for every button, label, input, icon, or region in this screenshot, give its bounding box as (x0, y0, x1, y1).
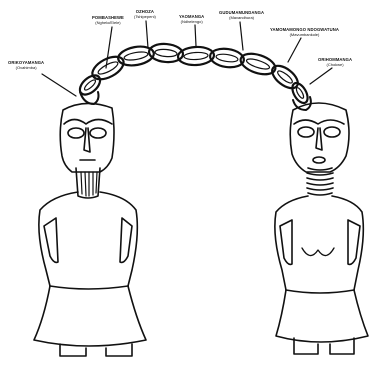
left-figure-arm-left (44, 218, 58, 262)
left-figure-eye-left (68, 128, 84, 138)
label-orikoyamanga: ORIKOYAMANGA (Ovahimba) (8, 61, 44, 70)
label-orihommanga: ORIHOMMANGA (Chokwe) (318, 58, 352, 67)
label-gudumamundanga: GUDUMAMUNDANGA (Mavandhura) (219, 11, 264, 20)
right-figure-mouth (313, 157, 325, 163)
label-ozhoza: OZHOZA (Tshipepeni) (134, 10, 156, 19)
right-figure-eye-right (324, 127, 340, 137)
chain (76, 43, 311, 110)
left-figure-arm-right (120, 218, 132, 262)
label-yaomanga: YAOMANGA (Ndhelengo) (179, 15, 204, 24)
right-figure-skirt (276, 290, 368, 342)
left-figure (34, 103, 146, 356)
chain-link-9 (289, 80, 310, 105)
left-figure-skirt (34, 286, 146, 346)
right-figure-arm-right (348, 220, 360, 264)
left-figure-head (60, 103, 114, 172)
left-figure-body (39, 192, 137, 286)
right-figure (275, 103, 368, 354)
right-figure-arm-left (280, 220, 292, 264)
right-figure-body (275, 196, 363, 290)
right-figure-eye-left (298, 127, 314, 137)
label-pombashewe: POMBASHEWE (Nghelo/Elele) (92, 16, 124, 25)
label-yamomamongo-ndogwatuna: YAMOMAMONGO NDOGWATUNA (Mavumbankole) (270, 28, 339, 37)
left-figure-eye-right (90, 128, 106, 138)
right-figure-head (290, 103, 349, 172)
